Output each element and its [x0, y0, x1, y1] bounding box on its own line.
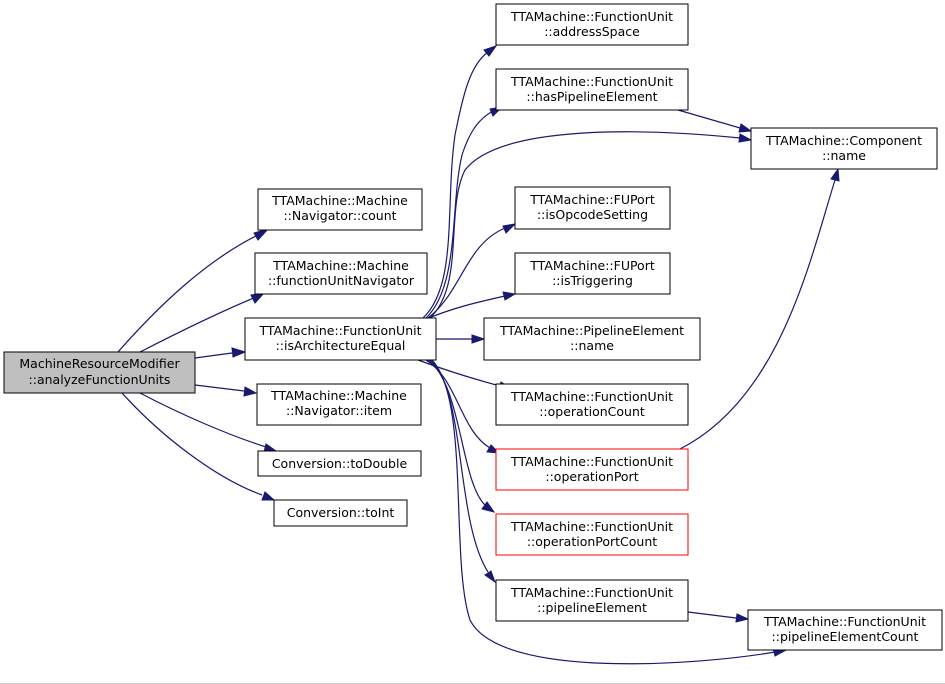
node-to-int-label: Conversion::toInt	[287, 505, 395, 520]
node-operation-count-line2: ::operationCount	[539, 404, 645, 419]
node-operation-port[interactable]: TTAMachine::FunctionUnit ::operationPort	[495, 448, 689, 491]
node-nav-item-line2: ::Navigator::item	[286, 403, 392, 418]
node-pipeline-element[interactable]: TTAMachine::FunctionUnit ::pipelineEleme…	[495, 579, 689, 622]
node-nav-count[interactable]: TTAMachine::Machine ::Navigator::count	[257, 188, 423, 231]
node-has-pipeline-element-line2: ::hasPipelineElement	[526, 89, 657, 104]
edge-has-pipeline-to-component-name	[677, 109, 753, 133]
node-operation-count-line1: TTAMachine::FunctionUnit	[510, 389, 673, 404]
edge-arch-to-has-pipeline-element	[425, 106, 504, 319]
node-is-triggering[interactable]: TTAMachine::FUPort ::isTriggering	[514, 252, 671, 295]
node-is-arch-equal-line1: TTAMachine::FunctionUnit	[259, 323, 422, 338]
node-operation-count[interactable]: TTAMachine::FunctionUnit ::operationCoun…	[495, 383, 689, 426]
node-is-triggering-line2: ::isTriggering	[552, 273, 633, 288]
node-operation-port-count-line1: TTAMachine::FunctionUnit	[510, 519, 673, 534]
node-nav-count-line1: TTAMachine::Machine	[271, 193, 408, 208]
node-is-arch-equal[interactable]: TTAMachine::FunctionUnit ::isArchitectur…	[244, 317, 437, 361]
node-root-line1: MachineResourceModifier	[19, 356, 180, 371]
node-is-opcode-setting-line1: TTAMachine::FUPort	[529, 192, 655, 207]
edge-arch-to-pipeline-element-name	[436, 334, 486, 344]
edge-root-to-nav-count	[117, 228, 270, 353]
edge-operation-port-to-component-name	[677, 167, 840, 451]
node-fu-navigator-line1: TTAMachine::Machine	[272, 258, 409, 273]
nodes: MachineResourceModifier ::analyzeFunctio…	[3, 3, 943, 651]
edge-arch-to-component-name	[429, 131, 753, 319]
edge-pipeline-element-to-count	[687, 611, 750, 623]
node-pipeline-element-count-line1: TTAMachine::FunctionUnit	[763, 614, 926, 629]
node-pipeline-element-count[interactable]: TTAMachine::FunctionUnit ::pipelineEleme…	[747, 609, 943, 651]
edge-root-to-to-double	[139, 392, 278, 453]
edge-arch-to-operation-port-count	[427, 359, 496, 513]
edge-arch-to-operation-port	[425, 359, 501, 454]
node-is-arch-equal-line2: ::isArchitectureEqual	[276, 338, 406, 353]
node-has-pipeline-element[interactable]: TTAMachine::FunctionUnit ::hasPipelineEl…	[495, 68, 689, 111]
edge-arch-to-pipeline-element	[429, 359, 497, 584]
node-component-name-line2: ::name	[822, 148, 866, 163]
edge-root-to-nav-item	[194, 384, 258, 397]
node-pipeline-element-name-line2: ::name	[570, 338, 614, 353]
node-root[interactable]: MachineResourceModifier ::analyzeFunctio…	[3, 351, 196, 394]
node-address-space[interactable]: TTAMachine::FunctionUnit ::addressSpace	[495, 3, 689, 46]
node-component-name-line1: TTAMachine::Component	[765, 133, 922, 148]
node-pipeline-element-name[interactable]: TTAMachine::PipelineElement ::name	[483, 317, 701, 361]
node-nav-item-line1: TTAMachine::Machine	[270, 388, 407, 403]
node-root-line2: ::analyzeFunctionUnits	[29, 372, 171, 387]
edge-root-to-to-int	[121, 392, 276, 501]
node-is-triggering-line1: TTAMachine::FUPort	[529, 258, 655, 273]
edge-arch-to-address-space	[422, 45, 498, 319]
node-is-opcode-setting-line2: ::isOpcodeSetting	[537, 207, 648, 222]
node-nav-count-line2: ::Navigator::count	[283, 208, 396, 223]
node-pipeline-element-count-line2: ::pipelineElementCount	[772, 629, 919, 644]
node-fu-navigator-line2: ::functionUnitNavigator	[268, 273, 415, 288]
edges	[117, 45, 840, 665]
node-operation-port-count[interactable]: TTAMachine::FunctionUnit ::operationPort…	[495, 513, 689, 556]
node-operation-port-count-line2: ::operationPortCount	[527, 534, 657, 549]
node-operation-port-line2: ::operationPort	[545, 469, 638, 484]
node-pipeline-element-line2: ::pipelineElement	[537, 600, 647, 615]
node-to-int[interactable]: Conversion::toInt	[273, 499, 408, 527]
node-operation-port-line1: TTAMachine::FunctionUnit	[510, 454, 673, 469]
node-nav-item[interactable]: TTAMachine::Machine ::Navigator::item	[256, 383, 422, 426]
node-pipeline-element-line1: TTAMachine::FunctionUnit	[510, 585, 673, 600]
edge-arch-to-is-triggering	[423, 291, 517, 321]
edge-root-to-is-arch-equal	[194, 347, 247, 359]
node-address-space-line2: ::addressSpace	[544, 24, 640, 39]
node-component-name[interactable]: TTAMachine::Component ::name	[750, 127, 938, 170]
node-has-pipeline-element-line1: TTAMachine::FunctionUnit	[510, 74, 673, 89]
node-address-space-line1: TTAMachine::FunctionUnit	[510, 9, 673, 24]
node-fu-navigator[interactable]: TTAMachine::Machine ::functionUnitNaviga…	[254, 252, 428, 295]
node-to-double-label: Conversion::toDouble	[272, 456, 408, 471]
node-pipeline-element-name-line1: TTAMachine::PipelineElement	[499, 323, 684, 338]
node-is-opcode-setting[interactable]: TTAMachine::FUPort ::isOpcodeSetting	[514, 186, 671, 230]
node-to-double[interactable]: Conversion::toDouble	[257, 450, 422, 477]
edge-arch-to-is-opcode-setting	[427, 223, 517, 319]
